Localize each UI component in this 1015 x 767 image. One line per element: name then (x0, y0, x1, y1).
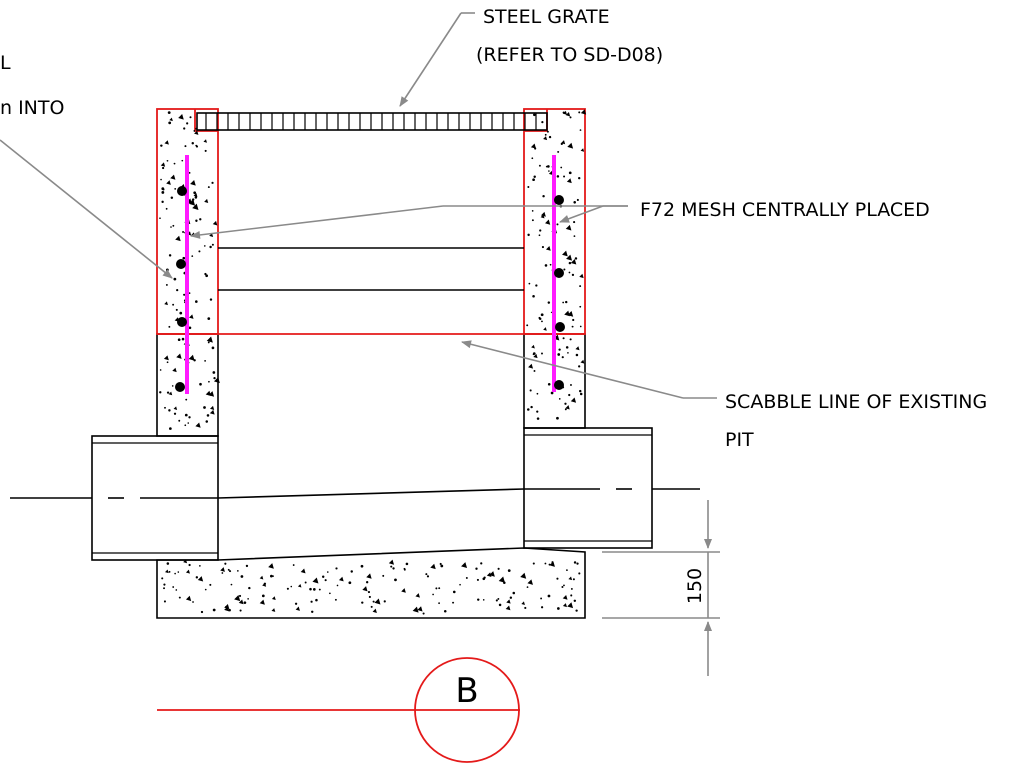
left-fragment-leader (0, 139, 173, 279)
steel-grate (196, 112, 548, 131)
mesh-label: F72 MESH CENTRALLY PLACED (640, 199, 930, 221)
section-marker (157, 657, 520, 763)
pipe-centre-line (10, 488, 700, 499)
scabble-leader (461, 340, 717, 399)
scabble-label-line1: SCABBLE LINE OF EXISTING (725, 391, 987, 413)
dimension-value: 150 (684, 568, 706, 604)
concrete-stipple (159, 109, 587, 615)
dimension-150 (602, 500, 720, 676)
left-fragment-line1: L (0, 52, 11, 74)
grate-leader (399, 12, 475, 107)
mesh-leader (190, 205, 628, 239)
rebar-dots (175, 186, 565, 392)
grate-label-line2: (REFER TO SD-D08) (476, 44, 663, 66)
section-letter: B (455, 671, 478, 711)
grate-label-line1: STEEL GRATE (483, 6, 610, 28)
scabble-label-line2: PIT (725, 429, 754, 451)
left-fragment-line2: n INTO (0, 97, 64, 119)
right-pipe (523, 427, 653, 549)
